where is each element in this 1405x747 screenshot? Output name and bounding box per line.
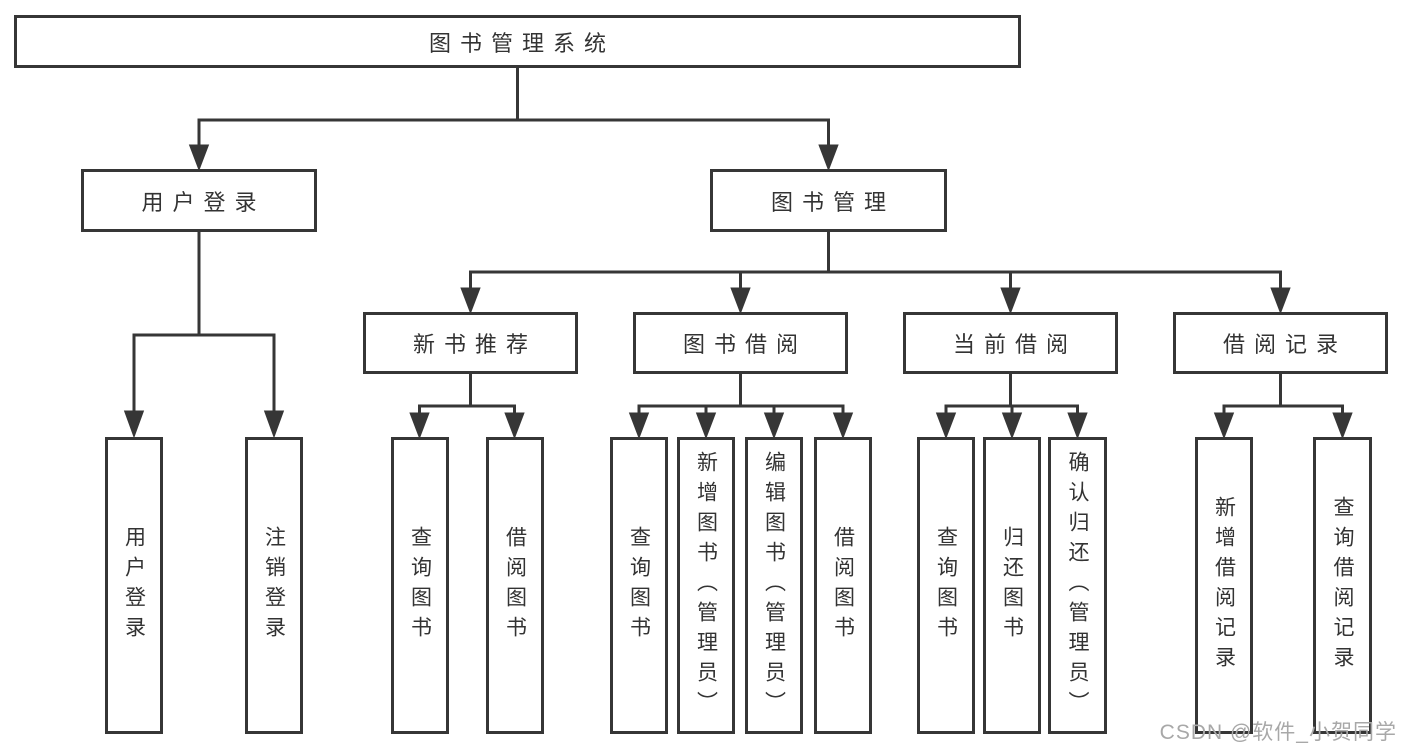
arrowhead bbox=[504, 412, 525, 440]
arrowhead bbox=[832, 412, 854, 440]
leaf-current-return-books: 归还图书 bbox=[983, 437, 1041, 734]
node-book-mgmt: 图书管理 bbox=[710, 169, 947, 232]
node-book-mgmt-label: 图书管理 bbox=[770, 189, 895, 215]
leaf-borrow-query-books: 查询图书 bbox=[610, 437, 668, 734]
leaf-label: 查询图书 bbox=[934, 525, 958, 646]
leaf-newbook-query-books: 查询图书 bbox=[391, 437, 449, 734]
leaf-label: 归还图书 bbox=[1000, 525, 1024, 646]
arrowhead bbox=[763, 412, 785, 440]
arrowhead bbox=[460, 287, 481, 315]
leaf-current-confirm-return-admin: 确认归还（管理员） bbox=[1048, 437, 1107, 734]
leaf-label: 新增借阅记录 bbox=[1212, 495, 1236, 676]
node-book-borrow-label: 图书借阅 bbox=[682, 332, 807, 357]
node-current-borrow-label: 当前借阅 bbox=[952, 332, 1077, 357]
leaf-label: 确认归还（管理员） bbox=[1066, 450, 1089, 721]
leaf-label: 用户登录 bbox=[122, 525, 146, 646]
leaf-logout: 注销登录 bbox=[245, 437, 303, 734]
arrowhead bbox=[1067, 412, 1088, 440]
leaf-record-query-borrow-record: 查询借阅记录 bbox=[1313, 437, 1372, 734]
csdn-watermark: CSDN @软件_小贺同学 bbox=[1159, 721, 1397, 744]
arrowhead bbox=[1270, 287, 1291, 315]
arrowhead bbox=[1332, 412, 1353, 440]
arrowhead bbox=[123, 410, 145, 439]
node-root-label: 图书管理系统 bbox=[428, 30, 615, 56]
node-user-login: 用户登录 bbox=[81, 169, 317, 232]
node-user-login-label: 用户登录 bbox=[141, 189, 266, 215]
leaf-borrow-add-books-admin: 新增图书（管理员） bbox=[677, 437, 735, 734]
arrowhead bbox=[409, 412, 430, 440]
arrowhead bbox=[1001, 412, 1023, 440]
leaf-label: 查询图书 bbox=[627, 525, 651, 646]
connector-bookborrow-to-leaves bbox=[628, 374, 854, 440]
arrowhead bbox=[263, 410, 285, 439]
leaf-record-add-borrow-record: 新增借阅记录 bbox=[1195, 437, 1253, 734]
leaf-label: 借阅图书 bbox=[831, 525, 855, 646]
arrowhead bbox=[1000, 287, 1021, 315]
leaf-label: 编辑图书（管理员） bbox=[762, 450, 786, 721]
leaf-borrow-borrow-books: 借阅图书 bbox=[814, 437, 872, 734]
leaf-label: 注销登录 bbox=[262, 525, 286, 646]
node-book-borrow: 图书借阅 bbox=[633, 312, 848, 374]
node-borrow-record-label: 借阅记录 bbox=[1222, 332, 1347, 357]
leaf-label: 借阅图书 bbox=[503, 525, 527, 646]
connector-newbook-to-leaves bbox=[409, 374, 525, 440]
connector-currentborrow-to-leaves bbox=[935, 374, 1088, 440]
leaf-newbook-borrow-books: 借阅图书 bbox=[486, 437, 544, 734]
node-root: 图书管理系统 bbox=[14, 15, 1021, 68]
connector-borrowrecord-to-leaves bbox=[1213, 374, 1353, 440]
node-borrow-record: 借阅记录 bbox=[1173, 312, 1388, 374]
leaf-user-login: 用户登录 bbox=[105, 437, 163, 734]
arrowhead bbox=[935, 412, 957, 440]
connector-root-to-level2 bbox=[188, 66, 839, 172]
node-current-borrow: 当前借阅 bbox=[903, 312, 1118, 374]
connector-bookmgmt-to-level3 bbox=[460, 232, 1291, 315]
leaf-current-query-books: 查询图书 bbox=[917, 437, 975, 734]
node-new-book-recommend-label: 新书推荐 bbox=[412, 332, 537, 357]
arrowhead bbox=[188, 144, 210, 172]
arrowhead bbox=[818, 144, 839, 172]
leaf-borrow-edit-books-admin: 编辑图书（管理员） bbox=[745, 437, 803, 734]
arrowhead bbox=[628, 412, 650, 440]
leaf-label: 新增图书（管理员） bbox=[694, 450, 718, 721]
leaf-label: 查询借阅记录 bbox=[1331, 495, 1354, 676]
arrowhead bbox=[730, 287, 751, 315]
arrowhead bbox=[695, 412, 717, 440]
leaf-label: 查询图书 bbox=[408, 525, 432, 646]
connector-userlogin-to-leaves bbox=[123, 232, 285, 439]
node-new-book-recommend: 新书推荐 bbox=[363, 312, 578, 374]
arrowhead bbox=[1213, 412, 1235, 440]
